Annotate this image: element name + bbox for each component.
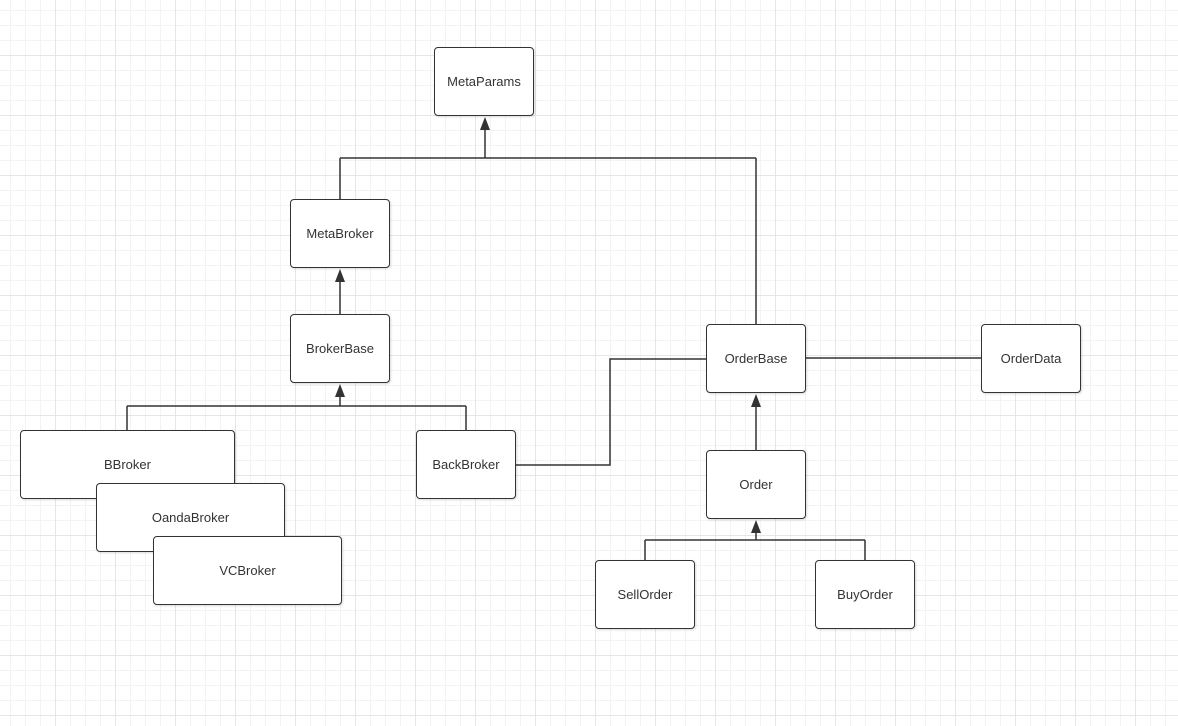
node-label: OrderBase [724, 351, 788, 366]
arrowhead-metabroker [335, 269, 345, 282]
node-order[interactable]: Order [706, 450, 806, 519]
node-buyorder[interactable]: BuyOrder [815, 560, 915, 629]
node-label: Order [739, 477, 773, 492]
node-metabroker[interactable]: MetaBroker [290, 199, 390, 268]
node-label: BBroker [104, 457, 151, 472]
edge-backbroker-orderbase [516, 358, 706, 466]
node-label: BackBroker [432, 457, 500, 472]
node-label: OrderData [1000, 351, 1062, 366]
node-label: BuyOrder [837, 587, 893, 602]
node-vcbroker[interactable]: VCBroker [153, 536, 342, 605]
arrowhead-orderbase [751, 394, 761, 407]
arrowhead-metaparams [480, 117, 490, 130]
node-label: MetaParams [447, 74, 521, 89]
node-orderdata[interactable]: OrderData [981, 324, 1081, 393]
node-label: OandaBroker [151, 510, 230, 525]
node-brokerbase[interactable]: BrokerBase [290, 314, 390, 383]
node-sellorder[interactable]: SellOrder [595, 560, 695, 629]
node-label: BrokerBase [306, 341, 374, 356]
arrowhead-order [751, 520, 761, 533]
node-label: VCBroker [219, 563, 276, 578]
node-label: MetaBroker [306, 226, 374, 241]
arrowhead-brokerbase [335, 384, 345, 397]
node-orderbase[interactable]: OrderBase [706, 324, 806, 393]
node-metaparams[interactable]: MetaParams [434, 47, 534, 116]
node-label: SellOrder [617, 587, 673, 602]
node-backbroker[interactable]: BackBroker [416, 430, 516, 499]
